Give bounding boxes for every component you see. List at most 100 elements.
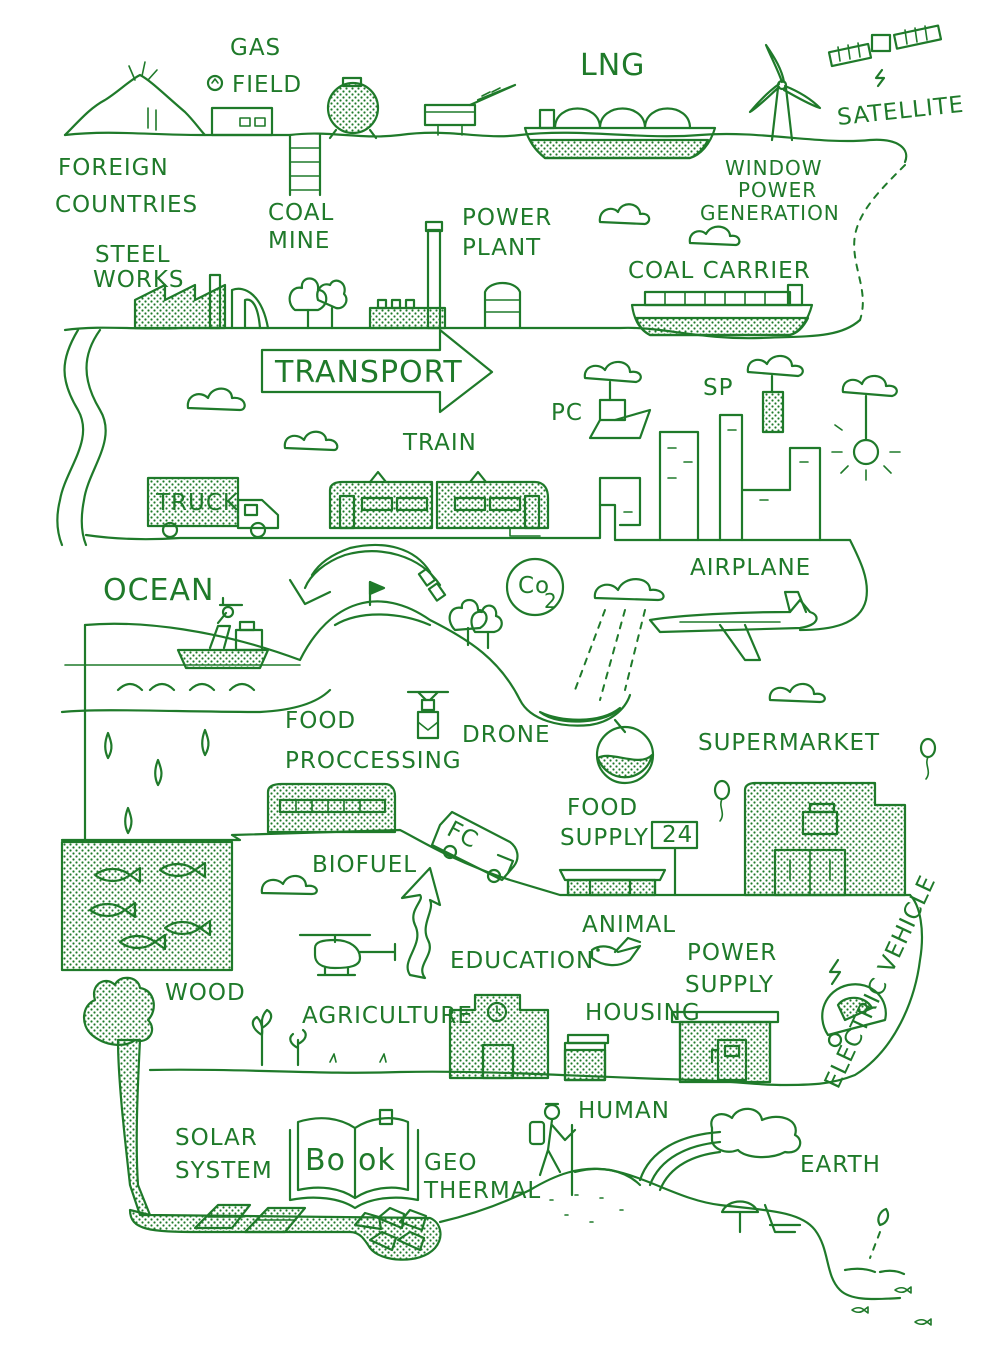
trees-icon [448,598,503,650]
curved-arrow-icon [288,544,447,606]
beach-umbrella-icon [720,1200,802,1234]
cloud-icon [186,387,246,412]
pc-icon [583,360,652,440]
transport-arrow-icon [260,328,494,414]
co2-label: Co [518,573,550,599]
silo-icon [483,281,522,330]
animal-label: ANIMAL [582,912,676,938]
train-icon [328,470,550,537]
food-processing-label-2: PROCCESSING [285,748,462,774]
power-station-icon [670,1010,780,1084]
wind-power-label-3: GENERATION [700,201,840,225]
wind-turbine-icon [748,43,822,142]
foreign-countries-label-2: COUNTRIES [55,192,198,218]
book-icon [288,1108,420,1210]
sign-24-label: 24 [662,822,693,848]
biofuel-label: BIOFUEL [312,852,417,878]
coal-carrier-label: COAL CARRIER [628,258,811,284]
cloud-icon [283,430,339,452]
steel-works-label-1: STEEL [95,242,171,268]
drone-icon [406,690,450,740]
smartphone-icon [746,354,804,434]
co2-icon [505,557,565,617]
gas-field-label-1: GAS [230,35,281,61]
water-drops-icon [104,728,210,835]
book-label-2: ok [358,1143,396,1178]
fishing-boat-icon [176,596,270,670]
food-factory-icon [266,782,397,834]
sp-label: SP [703,375,733,401]
gas-field-label-2: FIELD [232,72,302,98]
coal-carrier-icon [630,283,814,337]
coal-mine-shaft-icon [288,133,322,197]
geothermal-label-1: GEO [424,1150,477,1176]
ocean-hill-outline [60,600,522,714]
coal-mine-label-2: MINE [268,228,330,254]
wood-label: WOOD [165,980,246,1006]
store-icon [558,820,699,897]
book-label-1: Bo [305,1143,346,1178]
food-processing-label-1: FOOD [285,708,356,734]
fc-vehicle-icon [430,810,519,884]
satellite-icon [827,24,943,88]
transport-label: TRANSPORT [274,355,463,390]
row-transport-ground [84,503,868,632]
truck-icon [146,476,280,539]
geothermal-label-2: THERMAL [423,1178,541,1204]
truck-label: TRUCK [155,490,239,516]
trees-icon [288,277,348,330]
power-plant-label-2: PLANT [462,235,541,261]
pc-label: PC [551,400,583,426]
house-icon [563,1033,610,1082]
human-label: HUMAN [578,1098,670,1124]
train-label: TRAIN [402,430,477,456]
solar-system-label-1: SOLAR [175,1125,258,1151]
cloud-icon [260,874,318,896]
electric-vehicle-icon [821,958,887,1048]
helicopter-icon [298,933,397,977]
fish-tank-icon [60,840,234,972]
crane-platform-icon [423,83,517,136]
lng-carrier-icon [523,107,717,160]
cloud-icon [598,203,651,226]
education-arrow-icon [400,866,442,980]
hill-island [333,580,432,627]
fc-label: FC [443,816,483,854]
steel-works-label-2: WORKS [93,267,185,293]
co2-subscript: 2 [544,589,558,613]
ocean-label: OCEAN [103,573,214,608]
cloud-icon [688,225,741,247]
drone-label: DRONE [462,722,551,748]
power-plant-icon [368,220,447,330]
education-label: EDUCATION [450,948,594,974]
sea-fish-icon [843,1207,932,1326]
rainbow-icon [638,1107,802,1192]
reservoir-icon [518,693,655,785]
mountain-icon [63,61,207,137]
rain-cloud-icon [574,578,665,701]
electric-vehicle-label: ELECTRIC VEHICLE [820,871,942,1092]
supermarket-label: SUPERMARKET [698,730,880,756]
power-plant-label-1: POWER [462,205,552,231]
satellite-label: SATELLITE [836,92,966,131]
hiker-icon [528,1102,577,1197]
cloud-icon [768,682,826,704]
lng-label: LNG [580,48,645,83]
supermarket-icon [743,781,907,897]
balloon-icon [713,779,731,822]
gas-field-icon [206,74,274,137]
solar-system-label-2: SYSTEM [175,1158,273,1184]
gas-tank-icon [326,76,380,140]
solar-panel-icon [193,1203,307,1234]
sprouts-icon [251,1008,387,1067]
earth-label: EARTH [800,1152,881,1178]
airplane-icon [648,590,818,662]
food-supply-label-2: SUPPLY [560,825,649,851]
airplane-label: AIRPLANE [690,555,811,581]
wind-power-label-2: POWER [738,178,817,202]
power-supply-label-1: POWER [687,940,777,966]
bird-icon [590,936,642,967]
row-top-ground [63,131,908,321]
tree-icon [83,976,155,1217]
